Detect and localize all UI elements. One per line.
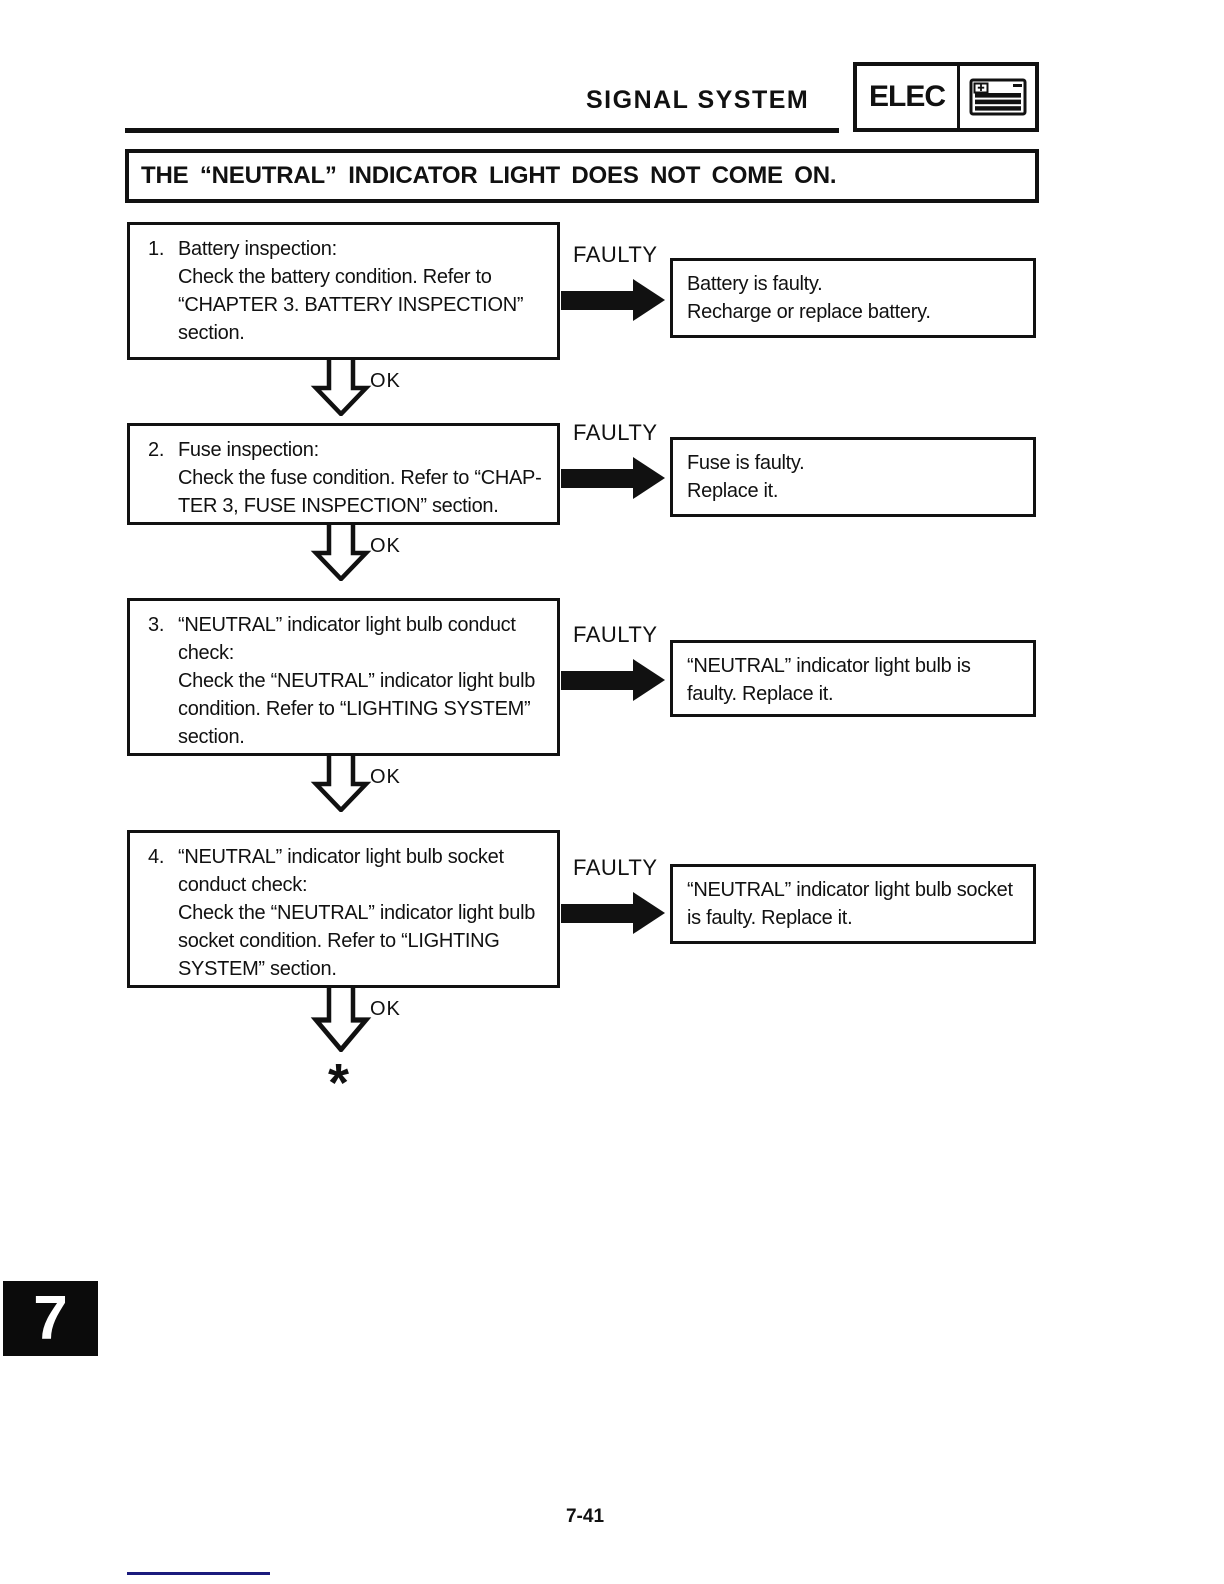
faulty-label: FAULTY	[573, 855, 658, 880]
hollow-down-arrow-icon	[310, 525, 372, 581]
faulty-branch-3: FAULTY	[561, 622, 676, 704]
ok-connector-2: OK	[306, 525, 446, 595]
result-box-2: Fuse is faulty. Replace it.	[670, 437, 1036, 517]
result-box-4: “NEUTRAL” indicator light bulb socket is…	[670, 864, 1036, 944]
problem-title: THE “NEUTRAL” INDICATOR LIGHT DOES NOT C…	[125, 149, 1039, 203]
faulty-label: FAULTY	[573, 420, 658, 445]
ok-connector-3: OK	[306, 756, 446, 826]
step-number: 4.	[148, 846, 165, 868]
result-box-3: “NEUTRAL” indicator light bulb is faulty…	[670, 640, 1036, 717]
thick-right-arrow-icon	[561, 457, 665, 499]
ok-label: OK	[370, 535, 401, 557]
step-text: Battery inspection: Check the battery co…	[178, 238, 524, 344]
chapter-tab: 7	[3, 1281, 98, 1356]
thick-right-arrow-icon	[561, 659, 665, 701]
step-text: Fuse inspection: Check the fuse conditio…	[178, 439, 542, 517]
step-number: 3.	[148, 614, 165, 636]
step-box-4: 4. “NEUTRAL” indicator light bulb socket…	[127, 830, 560, 988]
category-box: ELEC	[853, 62, 1039, 132]
ok-label: OK	[370, 998, 401, 1020]
ok-label: OK	[370, 370, 401, 392]
hollow-down-arrow-icon	[310, 360, 372, 416]
thick-right-arrow-icon	[561, 892, 665, 934]
step-box-2: 2. Fuse inspection: Check the fuse condi…	[127, 423, 560, 525]
ok-connector-1: OK	[306, 360, 446, 430]
step-text: “NEUTRAL” indicator light bulb socket co…	[178, 846, 536, 980]
step-box-1: 1. Battery inspection: Check the battery…	[127, 222, 560, 360]
section-title: SIGNAL SYSTEM	[586, 86, 810, 114]
faulty-label: FAULTY	[573, 242, 658, 267]
flowchart-end-asterisk: *	[328, 1053, 350, 1113]
faulty-branch-1: FAULTY	[561, 242, 676, 324]
faulty-label: FAULTY	[573, 622, 658, 647]
footer-accent-line	[127, 1572, 270, 1575]
ok-label: OK	[370, 766, 401, 788]
step-number: 1.	[148, 238, 165, 260]
header-rule	[125, 128, 839, 133]
category-label: ELEC	[857, 66, 960, 128]
result-box-1: Battery is faulty. Recharge or replace b…	[670, 258, 1036, 338]
step-text: “NEUTRAL” indicator light bulb conduct c…	[178, 614, 536, 748]
battery-icon	[960, 66, 1035, 128]
hollow-down-arrow-icon	[310, 756, 372, 812]
step-number: 2.	[148, 439, 165, 461]
hollow-down-arrow-icon	[310, 988, 372, 1052]
page-number: 7-41	[565, 1506, 605, 1527]
ok-connector-4: OK	[306, 988, 446, 1058]
faulty-branch-4: FAULTY	[561, 855, 676, 937]
thick-right-arrow-icon	[561, 279, 665, 321]
faulty-branch-2: FAULTY	[561, 420, 676, 502]
step-box-3: 3. “NEUTRAL” indicator light bulb conduc…	[127, 598, 560, 756]
